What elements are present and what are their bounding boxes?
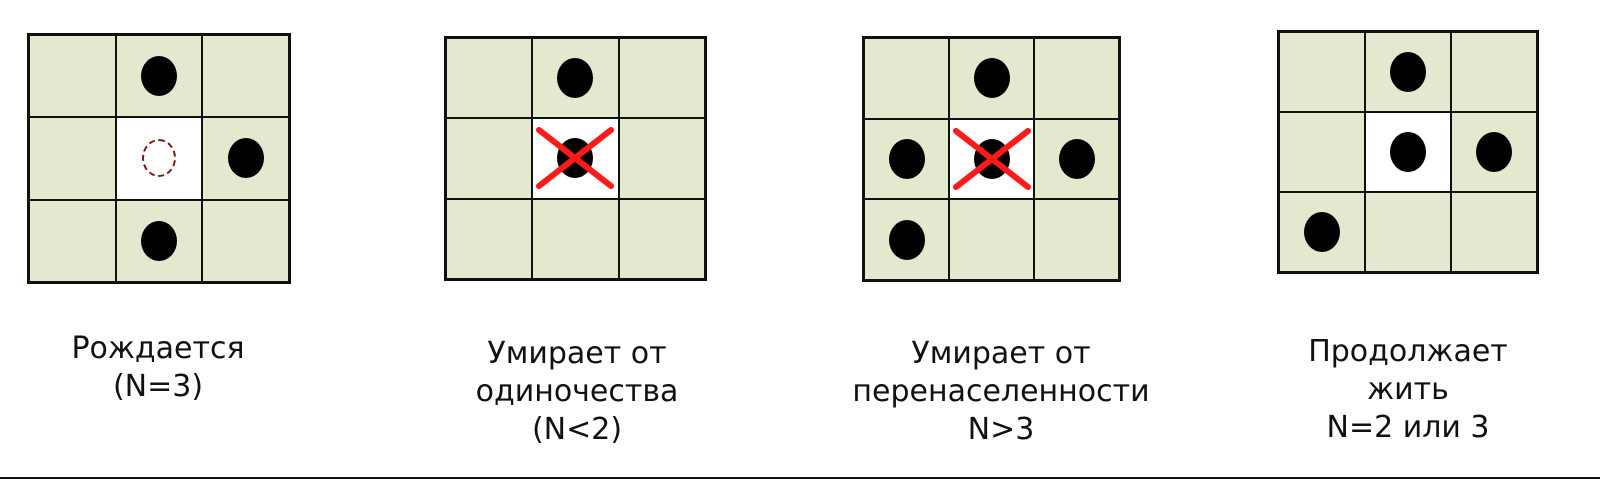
neighbor-cell (1279, 32, 1365, 112)
neighbor-cell (1451, 32, 1537, 112)
bottom-divider (0, 477, 1600, 479)
caption-line: N=2 или 3 (1326, 410, 1490, 445)
panel-caption: Продолжает жить N=2 или 3 (1238, 333, 1578, 447)
cross-out-icon (536, 127, 615, 190)
caption-line: одиночества (475, 374, 679, 409)
live-cell-dot (557, 58, 594, 99)
neighbor-cell (1279, 112, 1365, 192)
live-cell-dot (140, 56, 177, 97)
newborn-cell-outline (141, 139, 176, 178)
center-cell (1365, 112, 1451, 192)
neighbor-cell (949, 199, 1034, 280)
caption-line: N>3 (967, 412, 1035, 447)
neighbor-cell (1034, 38, 1119, 119)
live-cell-dot (1304, 212, 1340, 252)
neighbor-cell (1451, 112, 1537, 192)
neighbor-cell (115, 199, 203, 282)
caption-line: Умирает от (487, 336, 667, 371)
center-cell (949, 118, 1034, 200)
panel-caption: Умирает от одиночества (N<2) (407, 335, 747, 449)
neighbor-cell (864, 38, 949, 119)
neighbor-cell (1279, 192, 1365, 272)
neighbor-cell (446, 38, 533, 119)
panel-caption: Рождается (N=3) (0, 330, 328, 406)
caption-line: Умирает от (911, 336, 1091, 371)
live-cell-dot (888, 138, 925, 179)
caption-line: Рождается (71, 331, 245, 366)
neighbor-cell (446, 198, 533, 279)
center-cell (532, 118, 619, 199)
cell-grid (444, 36, 707, 281)
neighbor-cell (1034, 199, 1119, 280)
live-cell-dot (1390, 52, 1426, 92)
neighbor-cell (29, 35, 116, 118)
neighbor-cell (618, 118, 705, 199)
cross-out-icon (952, 127, 1031, 190)
neighbor-cell (1451, 192, 1537, 272)
neighbor-cell (446, 118, 533, 199)
neighbor-cell (29, 117, 116, 200)
neighbor-cell (115, 35, 203, 118)
neighbor-cell (532, 198, 619, 279)
neighbor-cell (202, 35, 289, 118)
live-cell-dot (1476, 132, 1512, 172)
neighbor-cell (1365, 32, 1451, 112)
live-cell-dot (1390, 132, 1426, 172)
caption-line: Продолжает (1308, 334, 1508, 369)
live-cell-dot (973, 58, 1010, 99)
neighbor-cell (532, 38, 619, 119)
live-cell-dot (140, 220, 177, 261)
cell-grid (1277, 30, 1539, 274)
neighbor-cell (864, 199, 949, 280)
neighbor-cell (864, 118, 949, 200)
live-cell-dot (1058, 138, 1095, 179)
neighbor-cell (29, 199, 116, 282)
caption-line: (N<2) (531, 412, 623, 447)
live-cell-dot (227, 138, 264, 179)
caption-line: жить (1367, 372, 1449, 407)
neighbor-cell (1034, 118, 1119, 200)
neighbor-cell (618, 198, 705, 279)
caption-line: (N=3) (112, 369, 204, 404)
live-cell-dot (888, 219, 925, 260)
cell-grid (27, 33, 291, 284)
neighbor-cell (949, 38, 1034, 119)
neighbor-cell (618, 38, 705, 119)
caption-line: перенаселенности (852, 374, 1150, 409)
neighbor-cell (202, 117, 289, 200)
neighbor-cell (1365, 192, 1451, 272)
center-cell (115, 117, 203, 200)
panel-caption: Умирает от перенаселенности N>3 (831, 335, 1171, 449)
cell-grid (862, 36, 1121, 282)
neighbor-cell (202, 199, 289, 282)
